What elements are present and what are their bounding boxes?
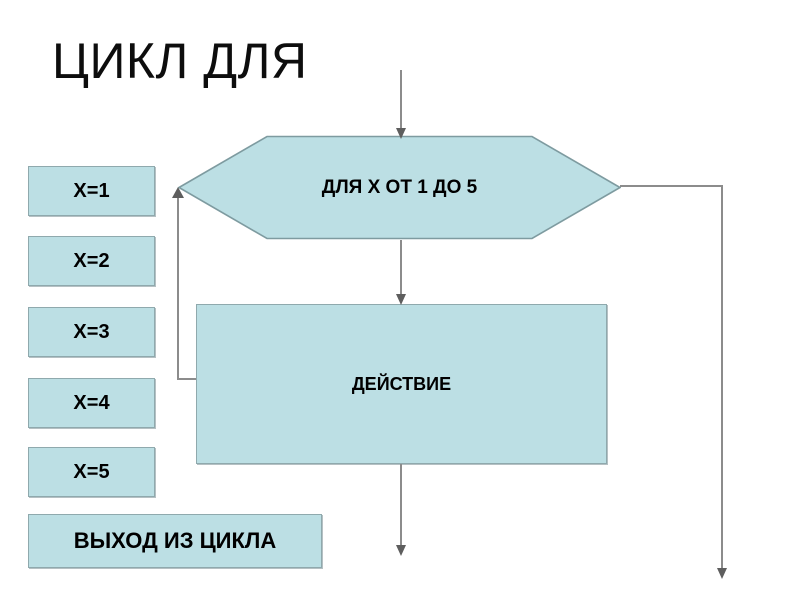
iteration-box-1[interactable]: X=1: [28, 166, 155, 216]
iteration-label: X=2: [73, 249, 110, 272]
action-down-connector: [396, 464, 406, 556]
header-to-action-connector: [396, 240, 406, 305]
loop-exit-box[interactable]: ВЫХОД ИЗ ЦИКЛА: [28, 514, 322, 568]
action-down-arrowhead-icon: [396, 545, 406, 556]
exit-right-arrowhead-icon: [717, 568, 727, 579]
iteration-box-5[interactable]: X=5: [28, 447, 155, 497]
iteration-label: X=5: [73, 460, 110, 483]
loop-header-hexagon[interactable]: [178, 135, 621, 240]
page-title: ЦИКЛ ДЛЯ: [52, 33, 308, 89]
action-label: ДЕЙСТВИЕ: [351, 373, 452, 394]
hexagon-shape: [178, 135, 621, 240]
iteration-box-4[interactable]: X=4: [28, 378, 155, 428]
entry-arrow-connector: [396, 70, 406, 139]
iteration-box-3[interactable]: X=3: [28, 307, 155, 357]
iteration-label: X=1: [73, 179, 110, 202]
exit-right-connector: [620, 185, 727, 579]
action-box[interactable]: ДЕЙСТВИЕ: [196, 304, 607, 464]
loop-exit-label: ВЫХОД ИЗ ЦИКЛА: [73, 528, 277, 553]
iteration-label: X=3: [73, 320, 110, 343]
iteration-label: X=4: [73, 391, 110, 414]
iteration-box-2[interactable]: X=2: [28, 236, 155, 286]
